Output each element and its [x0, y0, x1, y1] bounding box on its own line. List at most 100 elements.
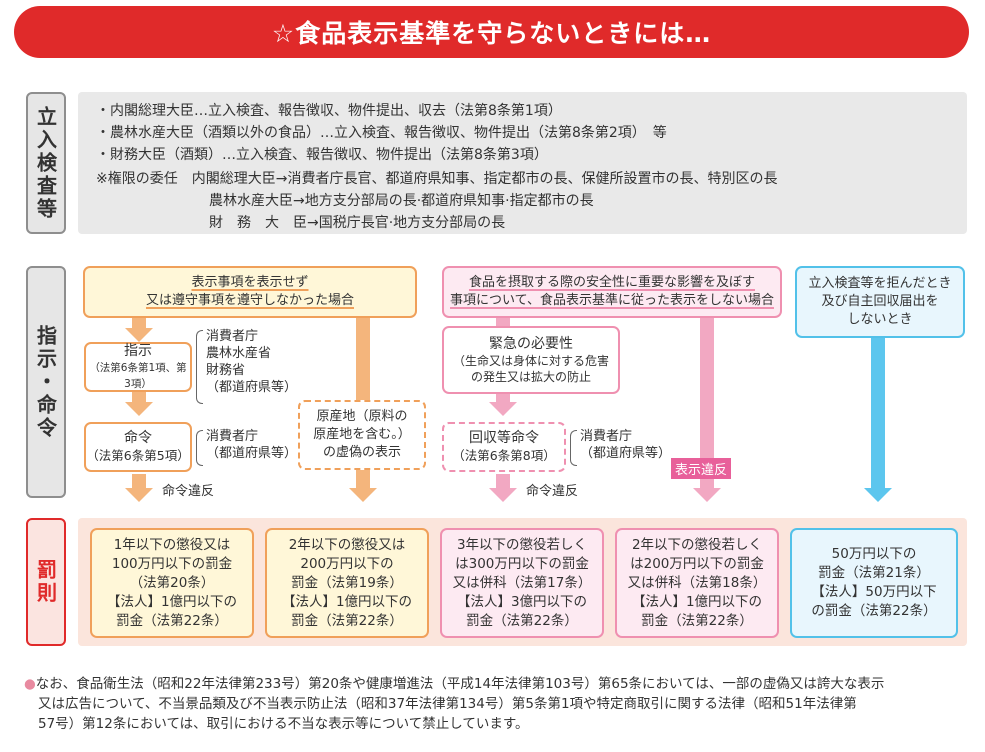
penalty-box: 2年以下の懲役又は 200万円以下の 罰金（法第19条） 【法人】1億円以下の … — [265, 528, 429, 638]
penalty-text: 罰金（法第21条） — [818, 565, 930, 581]
arrow-shaft — [132, 392, 146, 402]
urgency-box: 緊急の必要性 （生命又は身体に対する危害 の発生又は拡大の防止 — [442, 326, 620, 394]
arrow-shaft — [496, 318, 510, 326]
urgency-note: （生命又は身体に対する危害 — [452, 354, 609, 368]
penalty-text: 又は併科（法第17条） — [452, 574, 592, 591]
section-label-penalty: 罰則 — [26, 518, 66, 646]
recall-order-box: 回収等命令 （法第6条第8項） — [442, 422, 566, 472]
arrow-head — [125, 402, 153, 416]
penalty-text: 又は併科（法第18条） — [627, 574, 767, 591]
order-violation-label: 命令違反 — [162, 484, 215, 499]
condition-box-refusal: 立入検査等を拒んだとき 及び自主回収届出を しないとき — [795, 266, 965, 338]
arrow-shaft — [132, 318, 146, 328]
delegation-line: 財 務 大 臣→国税庁長官·地方支分部局の長 — [209, 215, 506, 231]
footnote-text: 又は広告について、不当景品類及び不当表示防止法（昭和37年法律第134号）第5条… — [38, 696, 857, 712]
arrow-shaft — [496, 394, 510, 402]
condition-text: 事項について、食品表示基準に従った表示をしない場合 — [450, 293, 774, 308]
penalty-text: 【法人】1億円以下の — [106, 593, 238, 610]
brace-icon — [196, 330, 203, 404]
penalty-text: 罰金（法第22条） — [466, 612, 578, 629]
condition-text: 表示事項を表示せず — [191, 275, 309, 290]
section-label-inspection: 立入検査等 — [26, 92, 66, 234]
origin-text: 原産地を含む。） — [313, 427, 411, 442]
title-banner: ☆食品表示基準を守らないときには… — [14, 6, 969, 58]
arrow-head — [125, 488, 153, 502]
arrow-head — [489, 402, 517, 416]
inspection-line: ・農林水産大臣（酒類以外の食品）…立入検査、報告徴収、物件提出（法第8条第2項）… — [96, 125, 667, 141]
footnote-text: 57号）第12条においては、取引における不当な表示等について禁止しています。 — [38, 716, 529, 732]
instruction-authorities: 消費者庁 農林水産省 財務省 （都道府県等） — [196, 328, 298, 404]
penalty-text: 1年以下の懲役又は — [113, 536, 231, 553]
penalty-text: は300万円以下の罰金 — [455, 555, 589, 572]
arrow-head — [349, 488, 377, 502]
recall-authorities: 消費者庁 （都道府県等） — [570, 428, 672, 466]
arrow-head — [489, 488, 517, 502]
urgency-label: 緊急の必要性 — [488, 336, 573, 352]
penalty-text: 罰金（法第22条） — [291, 612, 403, 629]
penalty-box: 3年以下の懲役若しく は300万円以下の罰金 又は併科（法第17条） 【法人】3… — [440, 528, 604, 638]
condition-text: 又は遵守事項を遵守しなかった場合 — [145, 293, 354, 308]
order-violation-label: 命令違反 — [526, 484, 579, 499]
recall-ref: （法第6条第8項） — [452, 448, 556, 463]
penalty-text: 罰金（法第19条） — [291, 574, 403, 591]
penalty-box: 2年以下の懲役若しく は200万円以下の罰金 又は併科（法第18条） 【法人】1… — [615, 528, 779, 638]
arrow-shaft — [132, 474, 146, 488]
labeling-violation-tag: 表示違反 — [671, 458, 732, 479]
arrow-shaft — [356, 470, 370, 488]
footnote-text: なお、食品衛生法（昭和22年法律第233号）第20条や健康増進法（平成14年法律… — [35, 676, 885, 692]
inspection-line: ・内閣総理大臣…立入検査、報告徴収、物件提出、収去（法第8条第1項） — [96, 103, 562, 119]
authority-text: （都道府県等） — [206, 446, 298, 461]
authority-text: 消費者庁 — [206, 329, 259, 344]
brace-icon — [570, 430, 577, 466]
penalty-box: 1年以下の懲役又は 100万円以下の罰金 （法第20条） 【法人】1億円以下の … — [90, 528, 254, 638]
order-label: 命令 — [124, 430, 152, 446]
authority-text: 消費者庁 — [580, 429, 633, 444]
penalty-text: 【法人】50万円以下 — [811, 584, 937, 600]
arrow-shaft — [356, 318, 370, 400]
authority-text: （都道府県等） — [206, 380, 298, 395]
recall-label: 回収等命令 — [469, 430, 539, 446]
penalty-text: 【法人】3億円以下の — [456, 593, 588, 610]
arrow-head — [125, 328, 153, 342]
delegation-line: ※権限の委任 内閣総理大臣→消費者庁長官、都道府県知事、指定都市の長、保健所設置… — [96, 171, 778, 187]
penalty-box: 50万円以下の 罰金（法第21条） 【法人】50万円以下 の罰金（法第22条） — [790, 528, 958, 638]
condition-box-safety: 食品を摂取する際の安全性に重要な影響を及ぼす 事項について、食品表示基準に従った… — [442, 266, 782, 318]
penalty-text: 【法人】1億円以下の — [281, 593, 413, 610]
penalty-text: 200万円以下の — [300, 555, 394, 572]
page-title: ☆食品表示基準を守らないときには… — [271, 19, 712, 48]
condition-text: 食品を摂取する際の安全性に重要な影響を及ぼす — [468, 275, 755, 290]
arrow-head — [693, 488, 721, 502]
order-authorities: 消費者庁 （都道府県等） — [196, 428, 298, 466]
origin-false-label-box: 原産地（原料の 原産地を含む。） の虚偽の表示 — [298, 400, 426, 470]
authority-text: （都道府県等） — [580, 446, 672, 461]
origin-text: の虚偽の表示 — [322, 445, 401, 460]
section-label-order: 指示・命令 — [26, 266, 66, 498]
penalty-text: の罰金（法第22条） — [811, 603, 937, 619]
penalty-text: （法第20条） — [129, 574, 215, 591]
arrow-shaft — [871, 338, 885, 488]
instruction-ref: （法第6条第1項、第3項） — [89, 362, 187, 390]
arrow-head — [864, 488, 892, 502]
condition-text: しないとき — [847, 312, 913, 327]
brace-icon — [196, 430, 203, 466]
penalty-text: 罰金（法第22条） — [116, 612, 228, 629]
inspection-panel — [78, 92, 967, 234]
penalty-text: 100万円以下の罰金 — [111, 555, 233, 572]
penalty-text: 50万円以下の — [831, 546, 917, 562]
authority-text: 農林水産省 — [206, 346, 272, 361]
urgency-note: の発生又は拡大の防止 — [470, 370, 591, 384]
penalty-text: 罰金（法第22条） — [641, 612, 753, 629]
penalty-text: は200万円以下の罰金 — [630, 555, 764, 572]
authority-text: 財務省 — [206, 363, 246, 378]
bullet-icon: ● — [24, 676, 36, 692]
footnote: ●なお、食品衛生法（昭和22年法律第233号）第20条や健康増進法（平成14年法… — [24, 674, 974, 734]
condition-box-labeling: 表示事項を表示せず 又は遵守事項を遵守しなかった場合 — [83, 266, 417, 318]
arrow-shaft — [496, 474, 510, 488]
order-box: 命令 （法第6条第5項） — [84, 422, 192, 472]
penalty-text: 2年以下の懲役若しく — [631, 536, 763, 553]
arrow-shaft — [700, 318, 714, 488]
instruction-label: 指示 — [124, 343, 152, 359]
order-ref: （法第6条第5項） — [86, 448, 190, 463]
delegation-line: 農林水産大臣→地方支分部局の長·都道府県知事·指定都市の長 — [209, 193, 594, 209]
